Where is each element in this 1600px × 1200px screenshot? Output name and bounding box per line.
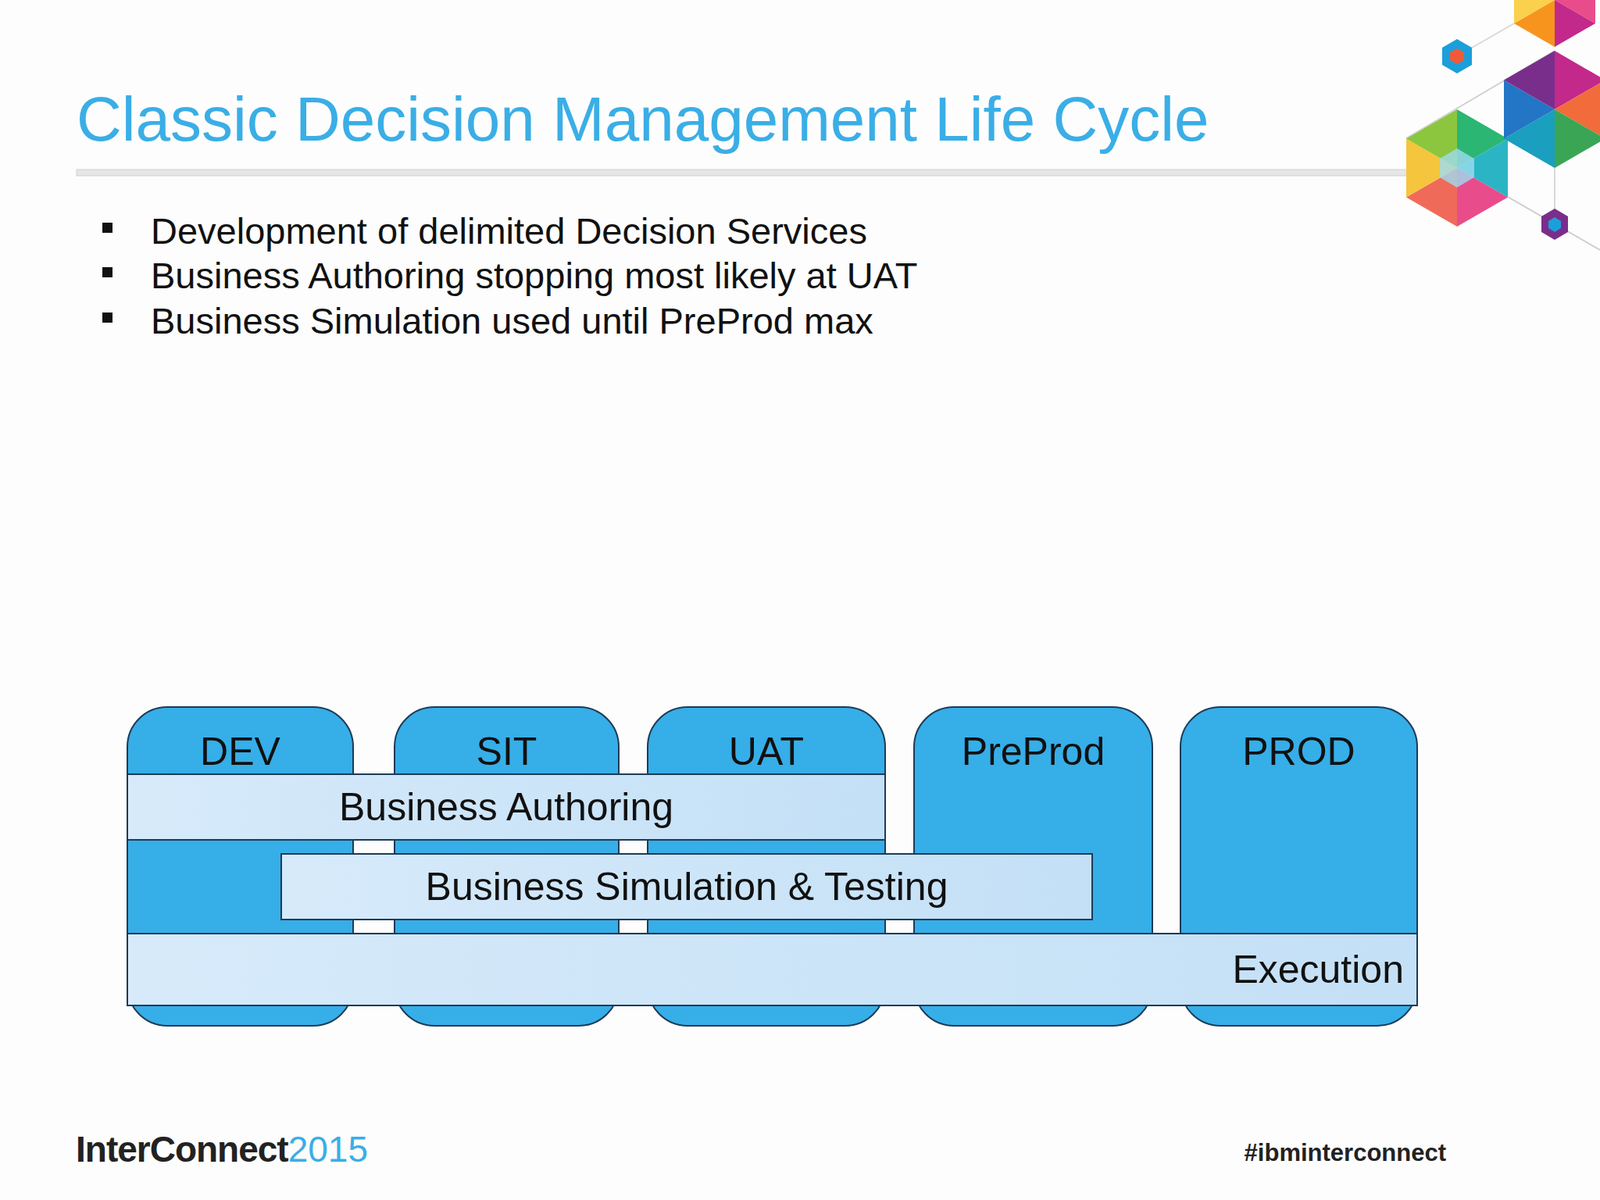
bullet-marker <box>102 267 113 278</box>
bullet-marker <box>102 312 113 323</box>
bullet-text: Business Authoring stopping most likely … <box>150 253 918 298</box>
column-label: PreProd <box>914 707 1152 774</box>
column-label: DEV <box>128 707 353 774</box>
event-logo: InterConnect2015 <box>75 1128 368 1171</box>
title-rule <box>76 169 1421 176</box>
event-year: 2015 <box>288 1128 368 1171</box>
column-label: SIT <box>395 707 618 774</box>
capability-band: Business Simulation & Testing <box>280 853 1093 921</box>
band-label: Business Authoring <box>339 784 674 830</box>
band-label: Execution <box>1232 946 1404 993</box>
band-label: Business Simulation & Testing <box>425 864 949 910</box>
event-name: InterConnect <box>75 1128 289 1171</box>
hashtag: #ibminterconnect <box>1244 1139 1447 1168</box>
bullet-text: Development of delimited Decision Servic… <box>150 208 868 254</box>
capability-band: Execution <box>126 932 1418 1007</box>
bullet-text: Business Simulation used until PreProd m… <box>150 298 874 343</box>
bullet-marker <box>102 222 113 233</box>
column-label: UAT <box>648 707 885 774</box>
capability-band: Business Authoring <box>126 773 886 841</box>
column-label: PROD <box>1181 707 1417 774</box>
slide-title: Classic Decision Management Life Cycle <box>76 82 1210 158</box>
logo-hexagons <box>1406 0 1600 250</box>
